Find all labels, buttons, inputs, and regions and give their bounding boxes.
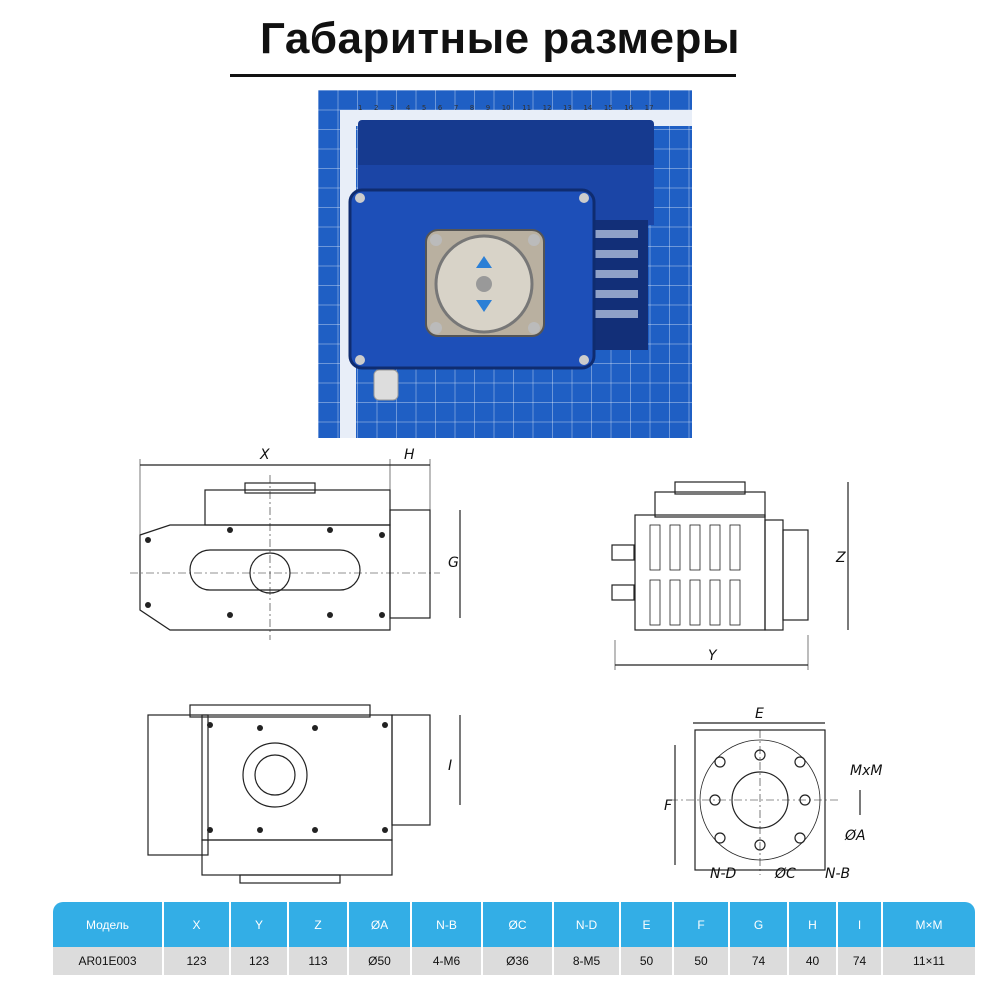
table-cell: AR01E003 [53, 947, 164, 975]
dim-label-e: E [755, 706, 764, 722]
col-header: X [163, 902, 231, 947]
flange-view-drawing: E F MxM ØA N-D ØC N-B [664, 706, 882, 882]
dim-label-g: G [448, 555, 459, 571]
table-cell: Ø36 [482, 947, 554, 975]
table-cell: 50 [673, 947, 730, 975]
dim-label-f: F [664, 798, 673, 814]
dim-label-mxm: MxM [850, 763, 882, 779]
col-header: ØC [482, 902, 554, 947]
title-underline [230, 74, 736, 77]
col-header: Y [230, 902, 289, 947]
dim-label-x: X [259, 447, 270, 463]
table-cell: 50 [620, 947, 674, 975]
table-cell: 123 [163, 947, 231, 975]
col-header: E [620, 902, 674, 947]
page-title: Габаритные размеры [260, 14, 740, 63]
bottom-view-drawing: I [147, 704, 461, 884]
table-cell: Ø50 [348, 947, 412, 975]
dim-label-i: I [448, 758, 452, 774]
dim-label-y: Y [708, 648, 718, 664]
side-view-drawing: Y Z [611, 481, 849, 670]
dim-label-c: ØC [774, 866, 796, 882]
table-cell: 40 [788, 947, 838, 975]
dim-label-nb: N-B [825, 866, 850, 882]
dim-label-a: ØA [844, 828, 866, 844]
col-header: F [673, 902, 730, 947]
col-header: N-B [411, 902, 483, 947]
table-cell: 74 [729, 947, 789, 975]
front-view-drawing: X H G [130, 447, 461, 640]
dim-label-z: Z [835, 550, 846, 566]
table-cell: 74 [837, 947, 883, 975]
col-header: M×M [882, 902, 975, 947]
actuator-photo-drawing [340, 110, 692, 438]
dim-label-h: H [404, 447, 415, 463]
col-header: H [788, 902, 838, 947]
table-cell: 8-M5 [553, 947, 621, 975]
col-header: G [729, 902, 789, 947]
col-header: N-D [553, 902, 621, 947]
table-cell: 123 [230, 947, 289, 975]
table-cell: 4-M6 [411, 947, 483, 975]
col-header: ØA [348, 902, 412, 947]
table-cell: 11×11 [882, 947, 975, 975]
dim-label-nd: N-D [710, 866, 737, 882]
col-header: Модель [53, 902, 164, 947]
col-header: Z [288, 902, 349, 947]
col-header: I [837, 902, 883, 947]
table-cell: 113 [288, 947, 349, 975]
